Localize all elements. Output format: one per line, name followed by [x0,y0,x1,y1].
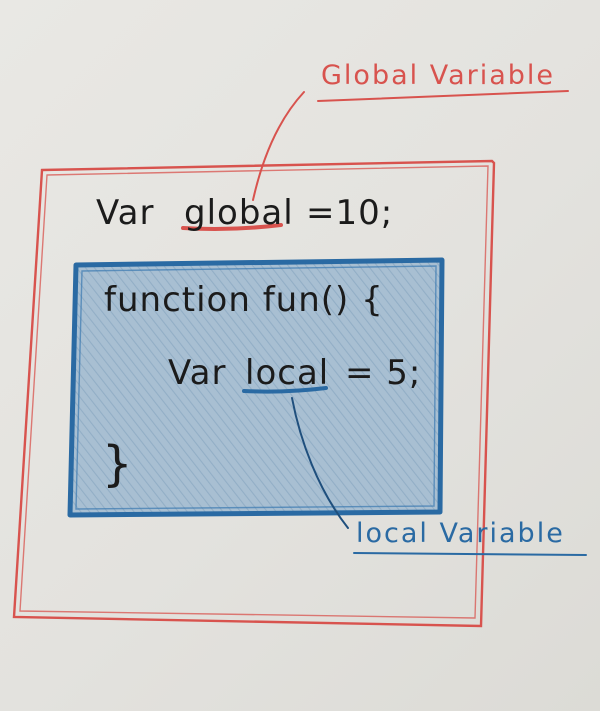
global-leader-line [252,91,305,201]
local-label-underline [353,552,587,556]
code-closing-brace: } [102,436,134,492]
global-label-underline [317,90,569,102]
code-keyword-var-global: Var [96,193,155,233]
code-assign-global: =10; [306,193,394,233]
local-leader-line [291,397,349,529]
local-variable-label: local Variable [356,518,565,549]
code-identifier-global: global [184,193,294,233]
global-scope-box [12,159,496,628]
global-underline [181,223,283,231]
function-scope-box [67,257,445,518]
code-keyword-var-local: Var [168,353,227,393]
local-underline [242,386,328,394]
code-function-declaration: function fun() { [104,280,384,320]
code-assign-local: = 5; [345,353,422,393]
code-identifier-local: local [245,353,330,393]
global-variable-label: Global Variable [321,60,556,91]
